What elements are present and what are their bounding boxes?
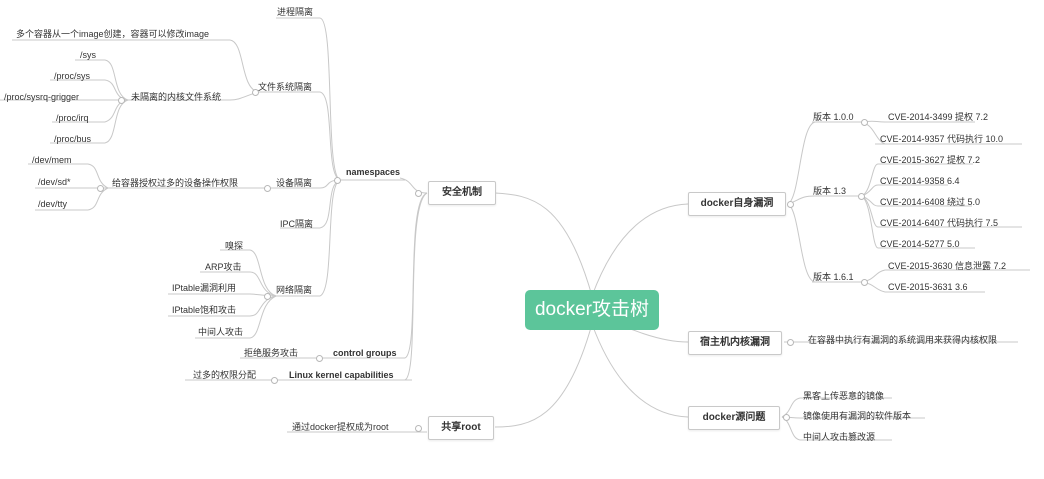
node-mitm[interactable]: 中间人攻击 bbox=[198, 327, 244, 337]
node-cve[interactable]: CVE-2014-3499 提权 7.2 bbox=[888, 112, 989, 122]
collapse-dot[interactable] bbox=[264, 293, 271, 300]
node-cve[interactable]: CVE-2015-3630 信息泄露 7.2 bbox=[888, 261, 1007, 271]
collapse-dot[interactable] bbox=[787, 339, 794, 346]
node-source[interactable]: docker源问题 bbox=[688, 406, 780, 430]
node-cgroups[interactable]: control groups bbox=[333, 348, 397, 358]
node-proc-sys[interactable]: /proc/sys bbox=[54, 71, 91, 81]
node-dev-mem[interactable]: /dev/mem bbox=[32, 155, 72, 165]
root-node[interactable]: docker攻击树 bbox=[525, 290, 659, 330]
node-cve[interactable]: CVE-2014-9357 代码执行 10.0 bbox=[880, 134, 1004, 144]
node-dev-sd[interactable]: /dev/sd* bbox=[38, 177, 71, 187]
collapse-dot[interactable] bbox=[415, 425, 422, 432]
collapse-dot[interactable] bbox=[118, 97, 125, 104]
node-sniff[interactable]: 嗅探 bbox=[225, 241, 244, 251]
node-process-isolation[interactable]: 进程隔离 bbox=[277, 7, 314, 17]
node-version-161[interactable]: 版本 1.6.1 bbox=[813, 272, 854, 282]
node-self-vuln[interactable]: docker自身漏洞 bbox=[688, 192, 786, 216]
collapse-dot[interactable] bbox=[334, 177, 341, 184]
collapse-dot[interactable] bbox=[97, 185, 104, 192]
node-root-escalation[interactable]: 通过docker提权成为root bbox=[292, 422, 389, 432]
node-cve[interactable]: CVE-2014-5277 5.0 bbox=[880, 239, 960, 249]
node-proc-sysrq[interactable]: /proc/sysrq-grigger bbox=[4, 92, 80, 102]
node-iptable-exploit[interactable]: IPtable漏洞利用 bbox=[172, 283, 237, 293]
collapse-dot[interactable] bbox=[783, 414, 790, 421]
node-cve[interactable]: CVE-2015-3627 提权 7.2 bbox=[880, 155, 981, 165]
node-kernel-syscall[interactable]: 在容器中执行有漏洞的系统调用来获得内核权限 bbox=[808, 335, 998, 345]
node-device-grant[interactable]: 给容器授权过多的设备操作权限 bbox=[112, 178, 239, 188]
node-unisolated-fs[interactable]: 未隔离的内核文件系统 bbox=[131, 92, 222, 102]
node-iptable-flood[interactable]: IPtable饱和攻击 bbox=[172, 305, 237, 315]
collapse-dot[interactable] bbox=[264, 185, 271, 192]
collapse-dot[interactable] bbox=[858, 193, 865, 200]
collapse-dot[interactable] bbox=[861, 119, 868, 126]
node-cve[interactable]: CVE-2014-6408 绕过 5.0 bbox=[880, 197, 981, 207]
node-cve[interactable]: CVE-2014-9358 6.4 bbox=[880, 176, 960, 186]
node-network-isolation[interactable]: 网络隔离 bbox=[276, 285, 313, 295]
node-malicious-image[interactable]: 黑客上传恶意的镜像 bbox=[803, 391, 885, 401]
node-ipc-isolation[interactable]: IPC隔离 bbox=[280, 219, 314, 229]
node-host-kernel[interactable]: 宿主机内核漏洞 bbox=[688, 331, 782, 355]
node-arp[interactable]: ARP攻击 bbox=[205, 262, 242, 272]
node-mitm-source[interactable]: 中间人攻击篡改源 bbox=[803, 432, 876, 442]
node-image-note[interactable]: 多个容器从一个image创建，容器可以修改image bbox=[16, 29, 210, 39]
node-vuln-software[interactable]: 镜像使用有漏洞的软件版本 bbox=[803, 411, 912, 421]
node-security[interactable]: 安全机制 bbox=[428, 181, 496, 205]
node-proc-bus[interactable]: /proc/bus bbox=[54, 134, 92, 144]
node-capabilities[interactable]: Linux kernel capabilities bbox=[289, 370, 394, 380]
collapse-dot[interactable] bbox=[861, 279, 868, 286]
collapse-dot[interactable] bbox=[787, 201, 794, 208]
node-namespaces[interactable]: namespaces bbox=[346, 167, 401, 177]
node-version-100[interactable]: 版本 1.0.0 bbox=[813, 112, 854, 122]
node-cve[interactable]: CVE-2014-6407 代码执行 7.5 bbox=[880, 218, 999, 228]
collapse-dot[interactable] bbox=[252, 89, 259, 96]
node-dev-tty[interactable]: /dev/tty bbox=[38, 199, 68, 209]
node-cve[interactable]: CVE-2015-3631 3.6 bbox=[888, 282, 968, 292]
node-dos[interactable]: 拒绝服务攻击 bbox=[244, 348, 299, 358]
collapse-dot[interactable] bbox=[316, 355, 323, 362]
node-excess-perms[interactable]: 过多的权限分配 bbox=[193, 370, 257, 380]
collapse-dot[interactable] bbox=[415, 190, 422, 197]
node-shared-root[interactable]: 共享root bbox=[428, 416, 494, 440]
node-fs-isolation[interactable]: 文件系统隔离 bbox=[258, 82, 313, 92]
node-proc-irq[interactable]: /proc/irq bbox=[56, 113, 89, 123]
node-sys[interactable]: /sys bbox=[80, 50, 97, 60]
node-version-13[interactable]: 版本 1.3 bbox=[813, 186, 847, 196]
node-device-isolation[interactable]: 设备隔离 bbox=[276, 178, 313, 188]
collapse-dot[interactable] bbox=[271, 377, 278, 384]
